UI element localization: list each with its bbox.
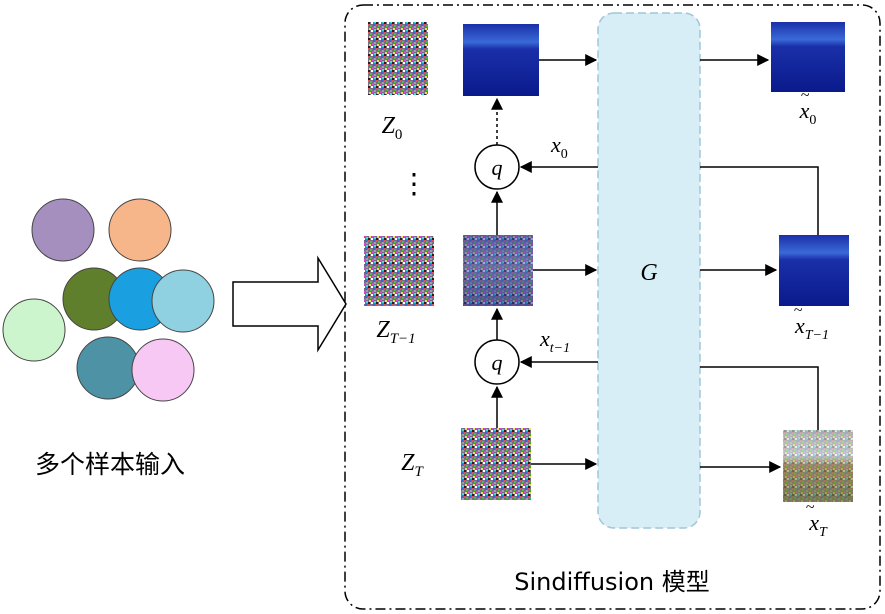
spectrogram-noise-overlay [463,235,533,306]
noise-image-zt-1 [364,236,434,306]
x0-label: x0 [550,132,568,162]
z0-label: Z0 [382,113,403,143]
out-xt-1-label: xT−1 [794,313,829,343]
left-caption: 多个样本输入 [35,450,185,479]
model-frame [344,4,881,610]
big-input-arrow [232,255,347,353]
zt-1-label: ZT−1 [376,317,415,347]
out-x0-label: x0 [799,98,817,128]
model-caption: Sindiffusion 模型 [514,568,709,596]
q-label-top: q [492,155,503,180]
output-spectrogram-xt-1 [779,235,849,306]
out-xt-1-tilde: ~ [794,302,803,319]
g-label: G [640,260,657,286]
sample-circle [151,269,215,333]
out-xt-tilde: ~ [806,499,815,516]
q-label-bottom: q [492,350,503,375]
out-x0-tilde: ~ [801,87,810,104]
sample-circle [76,336,140,400]
output-spectrogram-x0 [771,22,845,92]
sample-circle [131,338,195,402]
feedback-line-bottom [700,366,819,430]
zt-label: ZT [401,450,424,480]
output-noise-overlay [783,430,853,502]
feedback-line-top [700,166,819,235]
noise-image-z0 [368,22,428,95]
noise-image-zt [461,428,531,500]
input-samples [2,198,215,402]
sample-circle [108,198,172,262]
out-xt-label: xT [808,510,828,540]
spectrogram-x0 [463,24,539,96]
xt-1-label: xt−1 [539,326,570,356]
ellipsis: ⋮ [400,168,428,199]
sample-circle [31,198,95,262]
sample-circle [2,298,66,362]
